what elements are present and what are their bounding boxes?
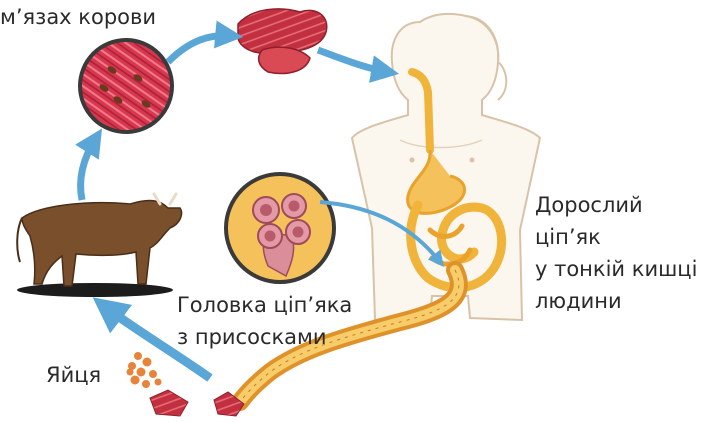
cow <box>17 194 182 297</box>
human-figure <box>352 14 540 320</box>
muscle-tissue-circle <box>80 40 172 132</box>
label-cow-muscle: м’язах корови <box>0 5 156 29</box>
label-adult-tapeworm: Дорослий ціп’як у тонкій кишці людини <box>535 193 704 313</box>
arrow-cow-to-muscle <box>81 138 96 200</box>
arrow-meat-to-human <box>318 50 388 72</box>
label-eggs: Яйця <box>46 363 101 387</box>
arrow-muscle-to-meat <box>168 36 232 62</box>
scolex-circle <box>226 174 334 282</box>
meat-pieces <box>238 9 327 74</box>
eggs-cluster <box>127 352 162 388</box>
